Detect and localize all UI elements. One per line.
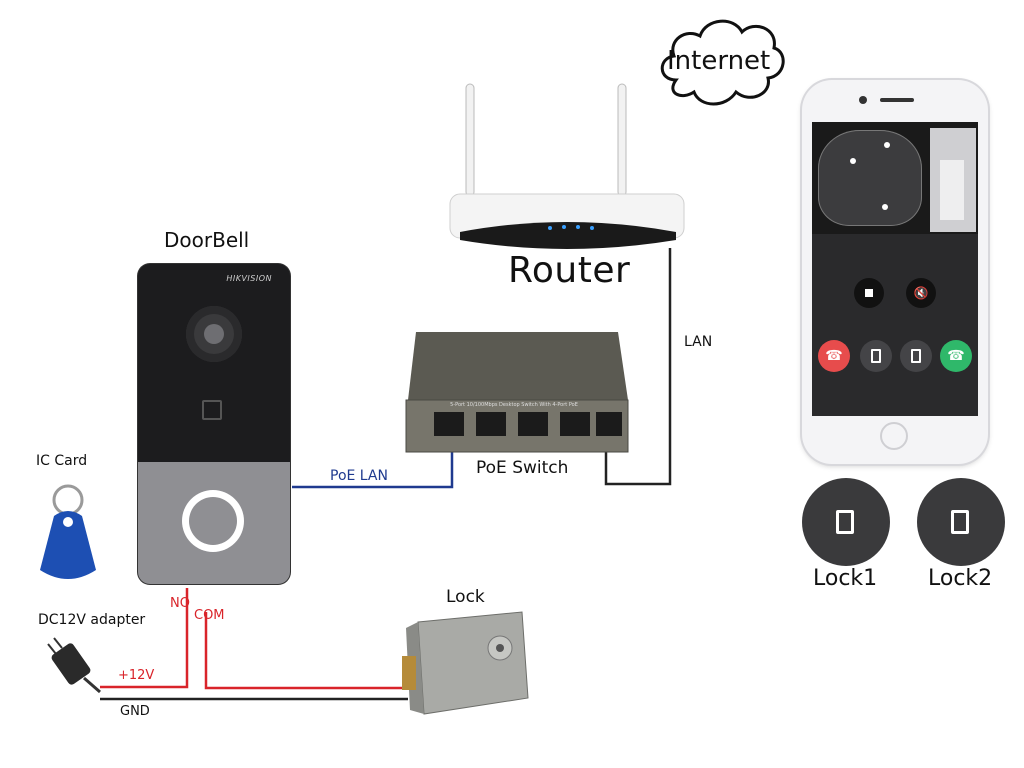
poe-switch-device: 5-Port 10/100Mbps Desktop Switch With 4-… xyxy=(405,332,629,453)
door-unlock-icon[interactable] xyxy=(860,340,892,372)
no-wire xyxy=(100,588,189,689)
dc-adapter-device xyxy=(47,637,101,694)
ic-card-label: IC Card xyxy=(36,453,88,469)
ic-card-keyfob xyxy=(40,484,96,579)
stop-icon[interactable] xyxy=(854,278,884,308)
phone-camera-dot xyxy=(859,96,867,104)
camera-lens-center xyxy=(204,324,224,344)
answer-icon[interactable]: ☎ xyxy=(940,340,972,372)
plus12v-label: +12V xyxy=(118,668,155,683)
dc-adapter-label: DC12V adapter xyxy=(38,612,146,628)
com-label: COM xyxy=(194,608,225,623)
doorbell-device: HIKVISION xyxy=(138,264,290,584)
lock1-label: Lock1 xyxy=(813,566,878,591)
lan-wire xyxy=(604,248,672,486)
phone-home-button[interactable] xyxy=(880,422,908,450)
poe-lan-wire xyxy=(292,438,454,489)
router-label: Router xyxy=(508,250,631,291)
doorbell-label: DoorBell xyxy=(164,228,250,252)
door-unlock-icon[interactable] xyxy=(900,340,932,372)
lock1-button[interactable] xyxy=(802,478,890,566)
electric-lock-device xyxy=(402,611,529,715)
video-feed xyxy=(812,122,978,234)
internet-label: Internet xyxy=(667,46,771,76)
hangup-icon[interactable]: ☎ xyxy=(818,340,850,372)
mute-icon[interactable]: 🔇 xyxy=(906,278,936,308)
cloud-icon xyxy=(660,19,785,106)
lan-label: LAN xyxy=(684,334,713,350)
card-reader-icon xyxy=(202,400,222,420)
call-button[interactable] xyxy=(189,497,237,545)
poe-lan-label: PoE LAN xyxy=(330,468,388,484)
doorbell-brand: HIKVISION xyxy=(226,274,272,283)
com-wire xyxy=(204,612,408,690)
poe-switch-label: PoE Switch xyxy=(476,458,569,478)
no-label: NO xyxy=(170,596,190,611)
gnd-label: GND xyxy=(120,704,150,719)
door-icon xyxy=(836,510,854,534)
switch-header-text: 5-Port 10/100Mbps Desktop Switch With 4-… xyxy=(450,402,578,408)
smartphone: 🔇 ☎ ☎ xyxy=(802,80,988,464)
phone-speaker xyxy=(880,98,914,102)
lock-label: Lock xyxy=(446,587,485,607)
door-icon xyxy=(951,510,969,534)
lock2-button[interactable] xyxy=(917,478,1005,566)
phone-screen: 🔇 ☎ ☎ xyxy=(812,122,978,416)
router-device xyxy=(449,83,685,249)
lock2-label: Lock2 xyxy=(928,566,993,591)
